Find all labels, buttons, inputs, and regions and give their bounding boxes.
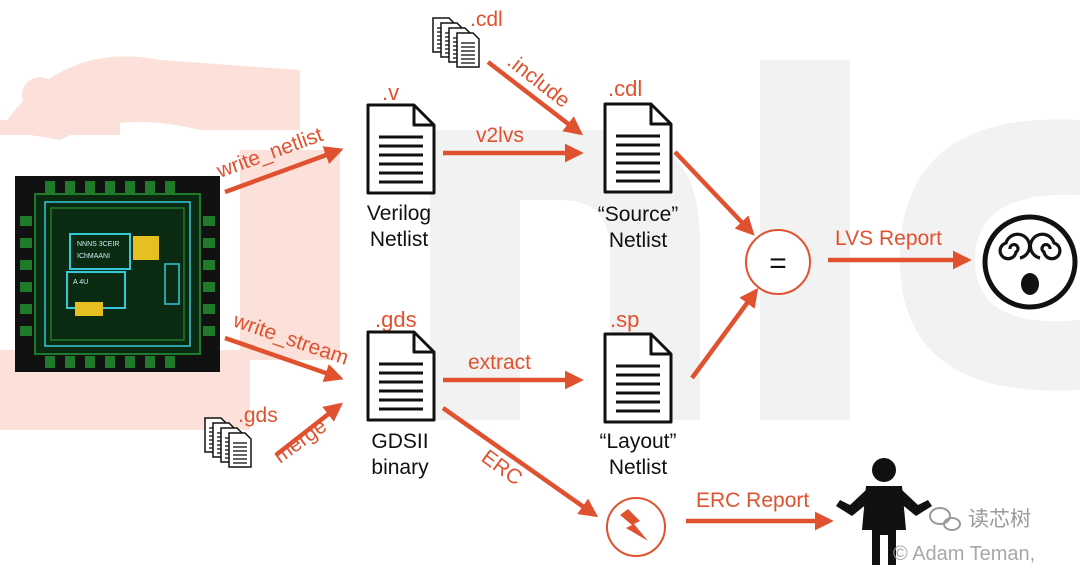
arrow-write-stream [224,335,344,382]
chip-layout-icon: NNNS 3CEIR IChMAANI A 4U [15,176,220,372]
chip-block-label: IChMAANI [77,253,110,260]
arrow-merge [274,402,343,457]
label-v2lvs: v2lvs [476,124,524,147]
label-erc: ERC [477,445,526,490]
background-watermark [0,56,1080,430]
source-ext: .cdl [608,76,642,101]
layout-ext: .sp [610,307,639,332]
compare-symbol: = [769,247,787,280]
label-merge: merge [269,414,331,468]
source-name: “Source” [598,203,679,226]
chip-block-label: A 4U [73,279,88,286]
gdsii-name: GDSII [371,430,428,453]
document-icon [603,332,673,424]
cdl-input-ext: .cdl [470,8,503,31]
arrow-include [486,60,583,136]
source-name-2: Netlist [609,229,668,252]
arrow-source-to-compare [673,150,755,236]
wechat-icon [929,507,961,531]
shrugging-person-icon [836,458,932,565]
label-lvs-report: LVS Report [835,227,942,250]
wechat-watermark: 读芯树 [929,507,1031,531]
document-icon [603,102,673,194]
lightning-icon [620,509,648,541]
dizzy-face-icon [982,214,1078,310]
label-extract: extract [468,351,531,374]
layout-name: “Layout” [599,430,676,453]
arrow-layout-to-compare [690,287,759,380]
verilog-name: Verilog [367,202,431,225]
gds-input-ext: .gds [238,404,278,427]
gdsii-name-2: binary [371,456,429,479]
chip-block-label: NNNS 3CEIR [77,241,119,248]
gdsii-ext: .gds [375,307,417,332]
document-icon [366,103,436,195]
arrow-write-netlist [224,146,344,195]
wechat-watermark-text: 读芯树 [968,507,1031,531]
layout-name-2: Netlist [609,456,668,479]
verilog-ext: .v [382,80,399,105]
label-erc-report: ERC Report [696,489,809,512]
compare-node: = [745,229,811,295]
credit-watermark: © Adam Teman, [893,543,1035,565]
verilog-name-2: Netlist [370,228,429,251]
arrow-erc [441,406,599,518]
document-icon [366,330,436,422]
erc-node [606,497,666,557]
arrows [224,60,972,531]
